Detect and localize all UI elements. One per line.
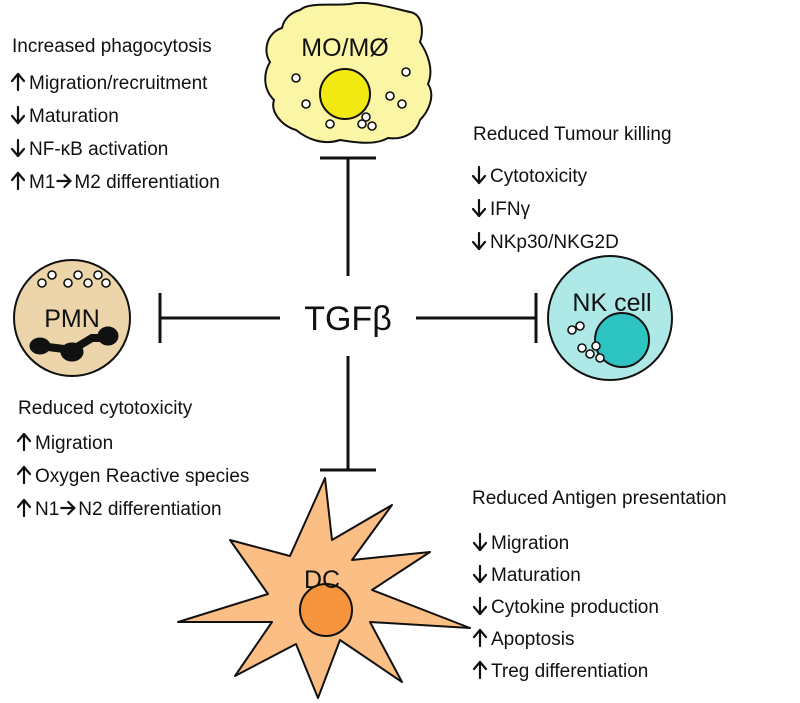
- macrophage-effects: Increased phagocytosis Migration/recruit…: [10, 36, 220, 193]
- effect-item: N1 N2 differentiation: [16, 498, 222, 520]
- down-arrow-icon: [471, 165, 487, 185]
- macrophage-cell-label: MO/MØ: [301, 34, 389, 62]
- effect-to-label: M2 differentiation: [74, 172, 219, 193]
- down-arrow-icon: [10, 138, 26, 158]
- macrophage-vesicles: [291, 67, 411, 131]
- nk-cell: NK cell: [547, 255, 673, 381]
- up-arrow-icon: [10, 72, 26, 92]
- up-arrow-icon: [10, 171, 26, 191]
- effect-label: Cytokine production: [491, 597, 659, 618]
- effect-item: Cytokine production: [472, 596, 659, 618]
- effect-label: Migration: [35, 433, 113, 454]
- effect-to-label: N2 differentiation: [78, 499, 221, 520]
- effect-label: NKp30/NKG2D: [490, 232, 619, 253]
- effect-label: IFNγ: [490, 199, 531, 220]
- effect-label: Oxygen Reactive species: [35, 466, 249, 487]
- up-arrow-icon: [472, 660, 488, 680]
- effect-label: Migration/recruitment: [29, 73, 208, 94]
- dc-heading: Reduced Antigen presentation: [472, 488, 727, 509]
- right-arrow-icon: [56, 173, 72, 189]
- down-arrow-icon: [471, 198, 487, 218]
- effect-label: Apoptosis: [491, 629, 574, 650]
- down-arrow-icon: [10, 105, 26, 125]
- nk-nucleus: [594, 312, 650, 368]
- effect-item: NF-κB activation: [10, 138, 168, 160]
- effect-item: Migration: [472, 532, 569, 554]
- effect-label: Maturation: [491, 565, 581, 586]
- dc-cell-label: DC: [304, 566, 340, 594]
- nk-cell-label: NK cell: [572, 289, 651, 317]
- pmn-nucleus: [29, 326, 119, 362]
- up-arrow-icon: [16, 498, 32, 518]
- nk-heading: Reduced Tumour killing: [473, 124, 672, 145]
- effect-label: Cytotoxicity: [490, 166, 588, 187]
- dc-cell: DC: [177, 477, 471, 699]
- nk-granules: [567, 321, 605, 363]
- up-arrow-icon: [16, 465, 32, 485]
- tgfb-label: TGFβ: [304, 300, 392, 338]
- inhibition-lines: [158, 156, 538, 472]
- effect-item: Maturation: [472, 564, 581, 586]
- down-arrow-icon: [471, 231, 487, 251]
- down-arrow-icon: [472, 564, 488, 584]
- effect-item: Migration: [16, 432, 113, 454]
- effect-from-label: M1: [29, 172, 55, 193]
- effect-item: Cytotoxicity: [471, 165, 588, 187]
- effect-item: Maturation: [10, 105, 119, 127]
- effect-item: M1 M2 differentiation: [10, 171, 220, 193]
- up-arrow-icon: [472, 628, 488, 648]
- effect-item: Apoptosis: [472, 628, 574, 650]
- effect-item: Treg differentiation: [472, 660, 648, 682]
- macrophage-nucleus: [319, 68, 371, 120]
- effect-item: NKp30/NKG2D: [471, 231, 619, 253]
- pmn-cell-label: PMN: [44, 305, 100, 333]
- down-arrow-icon: [472, 596, 488, 616]
- effect-from-label: N1: [35, 499, 59, 520]
- nk-effects: Reduced Tumour killing CytotoxicityIFNγN…: [471, 124, 672, 253]
- effect-item: Migration/recruitment: [10, 72, 208, 94]
- effect-item: Oxygen Reactive species: [16, 465, 249, 487]
- dc-effects: Reduced Antigen presentation MigrationMa…: [472, 488, 727, 682]
- pmn-granules: [37, 270, 111, 288]
- macrophage-heading: Increased phagocytosis: [12, 36, 212, 57]
- right-arrow-icon: [60, 500, 76, 516]
- effect-label: Maturation: [29, 106, 119, 127]
- pmn-heading: Reduced cytotoxicity: [18, 398, 193, 419]
- macrophage-cell: MO/MØ: [264, 2, 433, 144]
- effect-label: Migration: [491, 533, 569, 554]
- effect-label: NF-κB activation: [29, 139, 168, 160]
- pmn-cell: PMN: [13, 259, 131, 377]
- effect-item: IFNγ: [471, 198, 531, 220]
- dc-nucleus: [299, 583, 353, 637]
- down-arrow-icon: [472, 532, 488, 552]
- up-arrow-icon: [16, 432, 32, 452]
- effect-label: Treg differentiation: [491, 661, 648, 682]
